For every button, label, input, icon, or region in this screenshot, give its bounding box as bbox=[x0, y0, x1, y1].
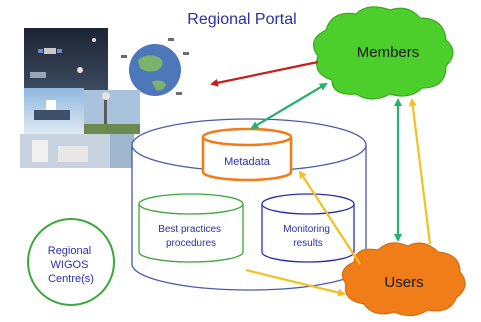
regional-centre-label-line2: WIGOS bbox=[51, 259, 89, 271]
regional-centre-label-line1: Regional bbox=[48, 245, 91, 257]
regional-portal-title: Regional Portal bbox=[187, 11, 296, 28]
regional-centre-label-line3: Centre(s) bbox=[48, 273, 94, 285]
svg-text:Best practices procedures: Best practices procedures bbox=[158, 224, 224, 249]
users-cloud bbox=[341, 242, 466, 317]
satellite-photo bbox=[24, 28, 108, 90]
regional-centre-circle bbox=[27, 218, 115, 306]
best-practices-cylinder bbox=[138, 193, 244, 263]
users-to-members-arrow bbox=[408, 98, 432, 245]
best-practices-label-line2: procedures bbox=[166, 238, 216, 249]
monitoring-label-line1: Monitoring bbox=[283, 224, 330, 235]
members-to-portal-arrow bbox=[210, 60, 319, 87]
members-metadata-arrow bbox=[250, 82, 328, 130]
users-to-metadata-arrow bbox=[298, 170, 361, 265]
satellite-icon bbox=[30, 38, 96, 78]
members-cloud bbox=[312, 6, 454, 100]
metadata-cylinder bbox=[201, 127, 293, 182]
best-practices-label-line1: Best practices bbox=[158, 224, 221, 235]
monitoring-label-line2: results bbox=[293, 238, 322, 249]
users-label: Users bbox=[384, 274, 423, 291]
svg-text:Regional WIGOS Centre(: Regional WIGOS Centre(s) bbox=[48, 245, 94, 285]
metadata-label: Metadata bbox=[224, 156, 271, 168]
photo-collage bbox=[20, 28, 200, 168]
svg-text:Monitoring results: Monitoring results bbox=[283, 224, 332, 249]
database-to-users-arrow bbox=[245, 268, 346, 297]
members-label: Members bbox=[357, 44, 420, 61]
